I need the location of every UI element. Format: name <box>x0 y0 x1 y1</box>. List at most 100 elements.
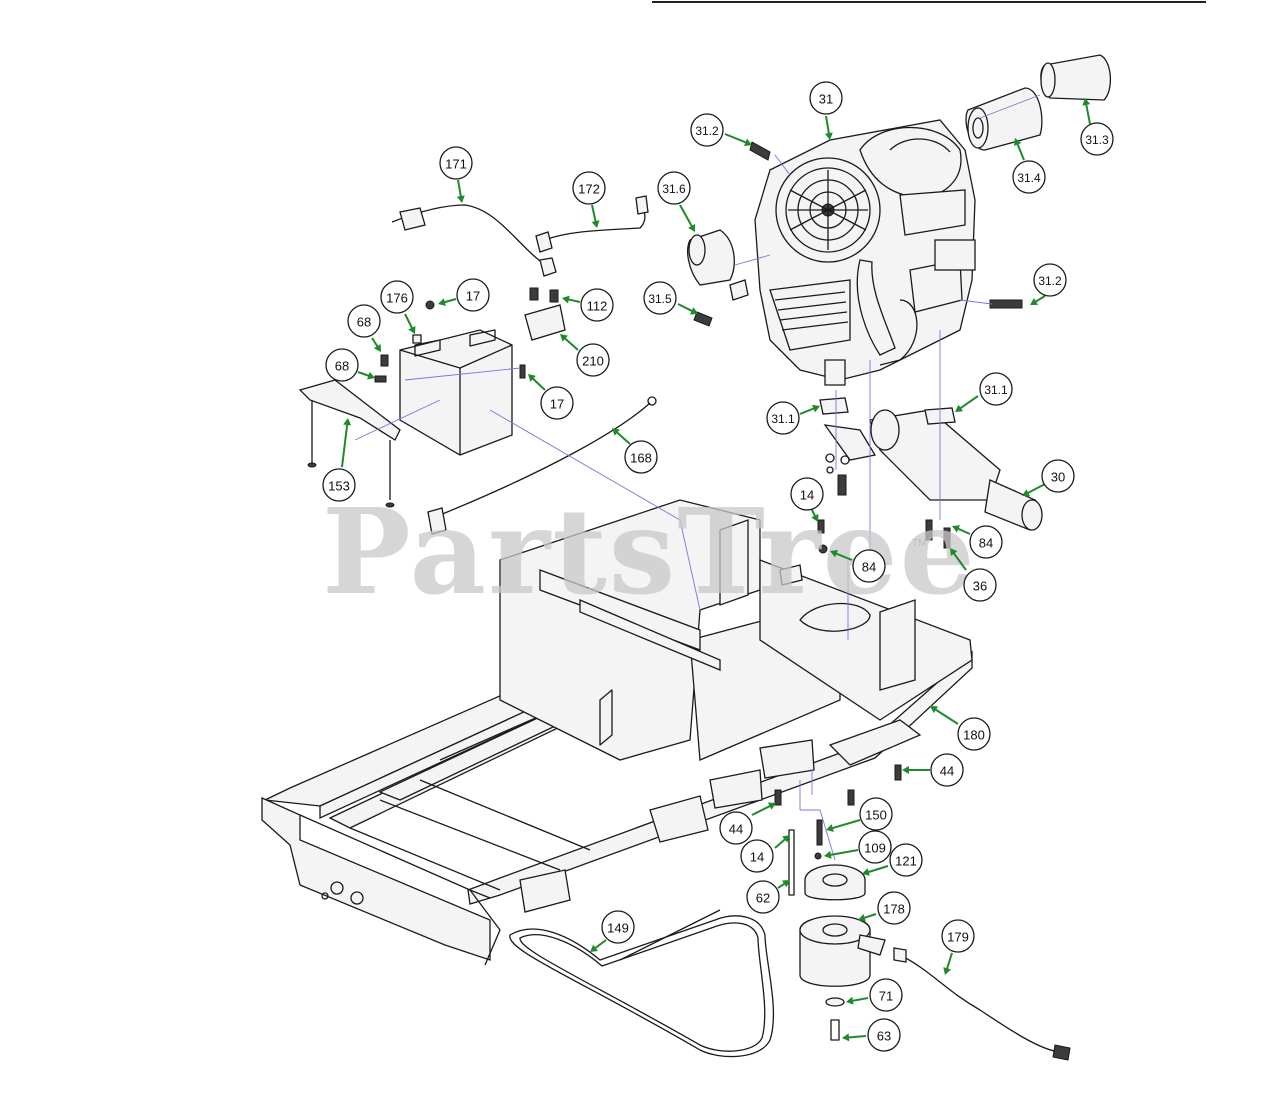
callout-71[interactable]: 71 <box>869 978 903 1012</box>
leader-line <box>774 838 787 849</box>
callout-31-5[interactable]: 31.5 <box>643 281 677 315</box>
leader-line <box>341 423 349 468</box>
leader-arrowhead <box>1030 297 1039 305</box>
callout-circle <box>869 978 903 1012</box>
callout-31-1-left[interactable]: 31.1 <box>766 401 800 435</box>
callout-62[interactable]: 62 <box>746 880 780 914</box>
callout-circle <box>540 386 574 420</box>
callout-176[interactable]: 176 <box>380 280 414 314</box>
callout-179[interactable]: 179 <box>941 919 975 953</box>
callout-112[interactable]: 112 <box>580 288 614 322</box>
callout-label: 109 <box>864 841 886 856</box>
leader-line <box>1026 483 1046 495</box>
callout-circle <box>576 343 610 377</box>
callout-172[interactable]: 172 <box>572 171 606 205</box>
leader-arrowhead <box>952 525 961 533</box>
callout-circle <box>766 401 800 435</box>
leader-arrowhead <box>1013 138 1022 146</box>
callout-121[interactable]: 121 <box>889 843 923 877</box>
callout-63[interactable]: 63 <box>867 1018 901 1052</box>
leader-line <box>724 133 747 144</box>
callout-84-left[interactable]: 84 <box>852 549 886 583</box>
leader-arrowhead <box>930 706 939 714</box>
leader-arrowhead <box>1082 98 1091 106</box>
leader-arrowhead <box>591 220 600 228</box>
callout-153[interactable]: 153 <box>322 468 356 502</box>
callout-44-right[interactable]: 44 <box>930 753 964 787</box>
leader-line <box>567 298 581 303</box>
callout-180[interactable]: 180 <box>957 717 991 751</box>
leader-line <box>1016 143 1025 161</box>
callout-14-bottom[interactable]: 14 <box>740 839 774 873</box>
callout-36[interactable]: 36 <box>963 568 997 602</box>
callout-31-4[interactable]: 31.4 <box>1012 160 1046 194</box>
callout-31-2-right[interactable]: 31.2 <box>1033 263 1067 297</box>
leader-arrowhead <box>1022 489 1031 497</box>
leader-arrowhead <box>612 428 620 436</box>
callout-171[interactable]: 171 <box>439 146 473 180</box>
callout-31-6[interactable]: 31.6 <box>657 171 691 205</box>
leader-line <box>531 377 546 391</box>
callout-68-left[interactable]: 68 <box>325 348 359 382</box>
callout-label: 112 <box>587 299 608 314</box>
callout-circle <box>930 753 964 787</box>
callout-168[interactable]: 168 <box>624 440 658 474</box>
callout-label: 84 <box>862 560 876 575</box>
leader-arrowhead <box>438 298 446 306</box>
callout-label: 178 <box>883 902 905 917</box>
leader-line <box>751 804 772 816</box>
callout-circle <box>572 171 606 205</box>
callout-circle <box>601 910 635 944</box>
callout-label: 14 <box>750 850 764 865</box>
leader-line <box>811 509 817 518</box>
callout-149[interactable]: 149 <box>601 910 635 944</box>
callout-31-3[interactable]: 31.3 <box>1080 122 1114 156</box>
callout-label: 176 <box>386 291 408 306</box>
callout-circle <box>719 811 753 845</box>
callout-layer: 31 31.2 31.3 31.4 31.6 31.5 31.2 171 172 176 17 112… <box>322 81 1114 1052</box>
leader-arrowhead <box>824 132 833 140</box>
callout-circle <box>690 113 724 147</box>
callout-label: 44 <box>729 822 743 837</box>
leader-arrowhead <box>367 371 375 380</box>
callout-150[interactable]: 150 <box>859 797 893 831</box>
leader-line <box>594 939 607 950</box>
callout-84-right[interactable]: 84 <box>969 525 1003 559</box>
leader-line <box>371 337 379 348</box>
leader-line <box>847 1035 867 1039</box>
leader-line <box>443 298 457 304</box>
callout-label: 168 <box>630 451 652 466</box>
leader-line <box>457 179 462 198</box>
callout-30[interactable]: 30 <box>1041 459 1075 493</box>
callout-17-bottom[interactable]: 17 <box>540 386 574 420</box>
callout-17-top[interactable]: 17 <box>456 278 490 312</box>
callout-label: 31.2 <box>695 124 719 138</box>
leader-arrowhead <box>830 549 838 558</box>
callout-31-1-right[interactable]: 31.1 <box>979 372 1013 406</box>
callout-label: 36 <box>973 579 987 594</box>
callout-210[interactable]: 210 <box>576 343 610 377</box>
callout-31-2-top[interactable]: 31.2 <box>690 113 724 147</box>
callout-label: 179 <box>947 930 969 945</box>
callout-label: 153 <box>328 479 350 494</box>
leader-arrowhead <box>812 404 820 413</box>
callout-label: 14 <box>800 488 814 503</box>
leader-line <box>679 204 693 228</box>
callout-14-top[interactable]: 14 <box>790 477 824 511</box>
clutch-assembly <box>509 519 902 1058</box>
callout-109[interactable]: 109 <box>858 830 892 864</box>
leader-arrowhead <box>408 325 416 334</box>
leader-arrowhead <box>343 418 352 426</box>
callout-circle <box>941 919 975 953</box>
callout-circle <box>1033 263 1067 297</box>
callout-44-left[interactable]: 44 <box>719 811 753 845</box>
callout-label: 63 <box>877 1029 891 1044</box>
callout-68-top[interactable]: 68 <box>347 304 381 338</box>
leader-arrowhead <box>689 307 698 315</box>
callout-31[interactable]: 31 <box>809 81 843 115</box>
leader-arrowhead <box>824 850 832 859</box>
leader-line <box>835 552 853 561</box>
leader-arrowhead <box>943 967 951 975</box>
callout-178[interactable]: 178 <box>877 891 911 925</box>
callout-label: 31.2 <box>1038 274 1062 288</box>
